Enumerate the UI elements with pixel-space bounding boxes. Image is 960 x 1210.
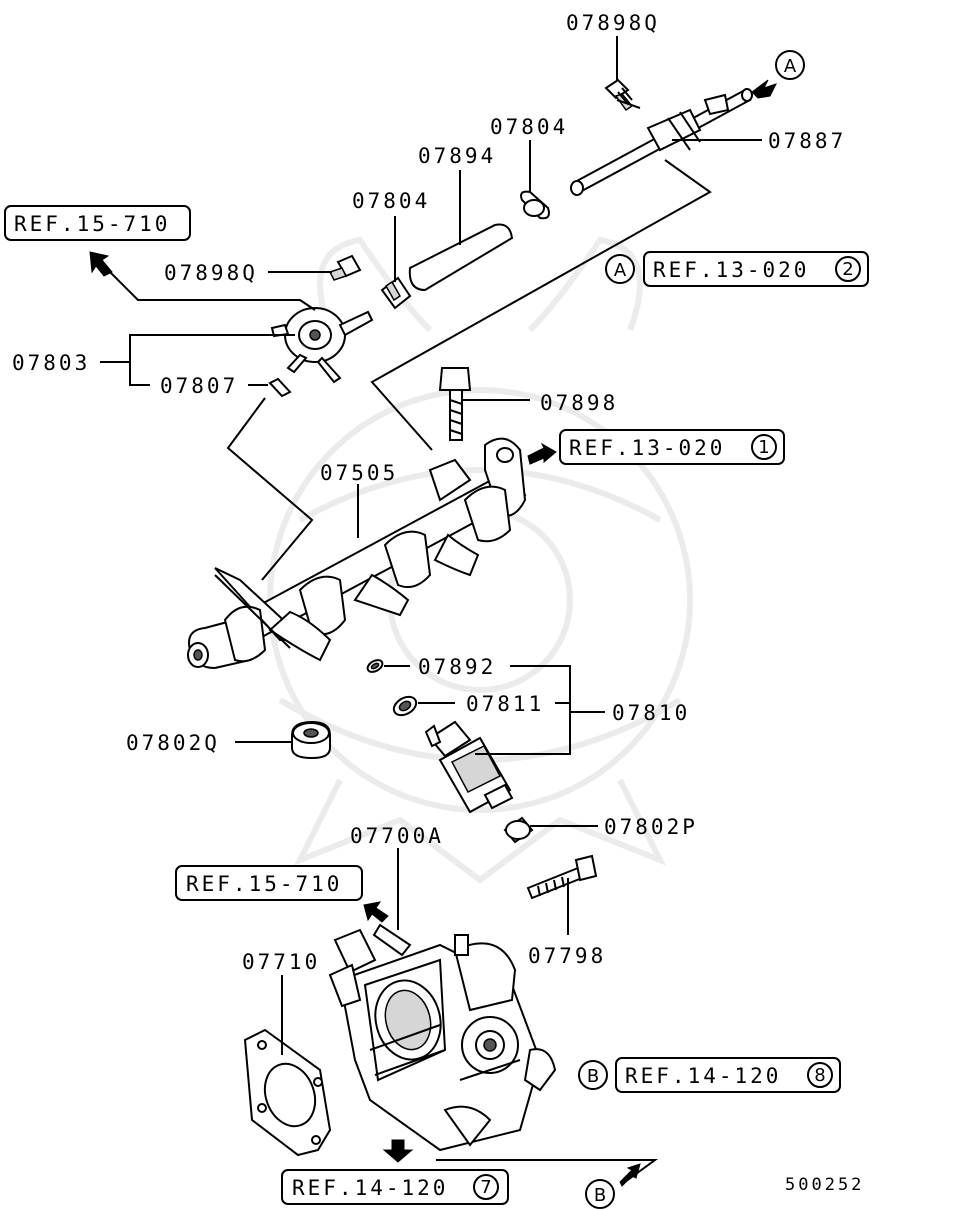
- label-07798: 07798: [528, 944, 606, 968]
- arrow-to-A-top: [751, 79, 777, 99]
- label-07700A: 07700A: [350, 824, 444, 848]
- o-ring-07892: [366, 659, 410, 673]
- svg-text:A: A: [784, 56, 797, 77]
- ref-circle-number: 7: [480, 1177, 491, 1198]
- label-07898Q-top: 07898Q: [566, 11, 660, 35]
- svg-text:B: B: [587, 1066, 599, 1087]
- ref-text: REF.14-120: [292, 1176, 448, 1200]
- label-07807: 07807: [160, 374, 238, 398]
- label-07898Q-left: 07898Q: [164, 261, 258, 285]
- label-07802P: 07802P: [604, 815, 698, 839]
- label-07810: 07810: [612, 701, 690, 725]
- insulator-07802P: [503, 816, 598, 844]
- fuel-pipe-07887: [570, 88, 753, 196]
- hose-07894: [408, 170, 514, 292]
- gasket-07710: [243, 975, 332, 1157]
- pressure-regulator-07803: [270, 307, 374, 384]
- ref-box-14-120-7[interactable]: REF.14-120 7: [281, 1169, 509, 1205]
- bolt-07798: [526, 854, 598, 935]
- arrow-to-ref-14-120-7: [382, 1139, 414, 1163]
- ref-box-15-710-bottom[interactable]: REF.15-710: [175, 865, 363, 901]
- marker-A-mid: A: [605, 254, 635, 284]
- arrow-to-B-bottom: [619, 1163, 641, 1187]
- ref-box-14-120-8[interactable]: REF.14-120 8: [615, 1057, 841, 1093]
- label-07803: 07803: [12, 351, 90, 375]
- ref-text: REF.15-710: [186, 872, 342, 896]
- bolt-07898Q-top: [604, 78, 634, 112]
- label-07802Q: 07802Q: [126, 731, 220, 755]
- label-07804-top: 07804: [490, 115, 568, 139]
- bolt-07898: [438, 367, 530, 441]
- ref-box-13-020-1[interactable]: REF.13-020 1: [559, 429, 785, 465]
- arrow-to-ref-13-020-1: [527, 442, 557, 465]
- ref-text: REF.14-120: [625, 1064, 781, 1088]
- fuel-injector-07810: [424, 720, 514, 814]
- svg-text:B: B: [594, 1185, 606, 1206]
- ref-circle-number: 2: [842, 259, 853, 280]
- insulator-07802Q: [235, 720, 331, 760]
- label-07804-left: 07804: [352, 189, 430, 213]
- o-ring-07811: [392, 695, 455, 717]
- ref-box-15-710-top[interactable]: REF.15-710: [4, 205, 191, 241]
- bolt-07898Q-left: [268, 254, 362, 281]
- label-07811: 07811: [466, 692, 544, 716]
- label-07887: 07887: [768, 129, 846, 153]
- ref-circle-number: 1: [758, 437, 769, 458]
- o-ring-07807: [268, 377, 292, 398]
- arrow-to-ref-15-710-top: [89, 251, 113, 277]
- label-07505: 07505: [320, 461, 398, 485]
- label-07898: 07898: [540, 391, 618, 415]
- fuel-rail-07505: [187, 437, 527, 670]
- label-07710: 07710: [242, 950, 320, 974]
- arrow-to-ref-15-710-bottom: [363, 901, 389, 923]
- ref-circle-number: 8: [814, 1065, 825, 1086]
- ref-text: REF.15-710: [14, 212, 170, 236]
- marker-A-top: A: [775, 50, 805, 80]
- ref-box-13-020-2[interactable]: REF.13-020 2: [643, 251, 869, 287]
- throttle-body-07700A: [328, 848, 557, 1152]
- hose-clip-07804-top: [520, 190, 550, 220]
- marker-B-bottom: B: [585, 1179, 615, 1209]
- hose-clip-07804-left: [380, 216, 412, 310]
- ref-text: REF.13-020: [569, 436, 725, 460]
- marker-B-mid: B: [578, 1060, 608, 1090]
- label-07894: 07894: [418, 144, 496, 168]
- label-07892: 07892: [418, 655, 496, 679]
- svg-text:A: A: [614, 260, 627, 281]
- diagram-id: 500252: [785, 1175, 864, 1195]
- ref-text: REF.13-020: [653, 258, 809, 282]
